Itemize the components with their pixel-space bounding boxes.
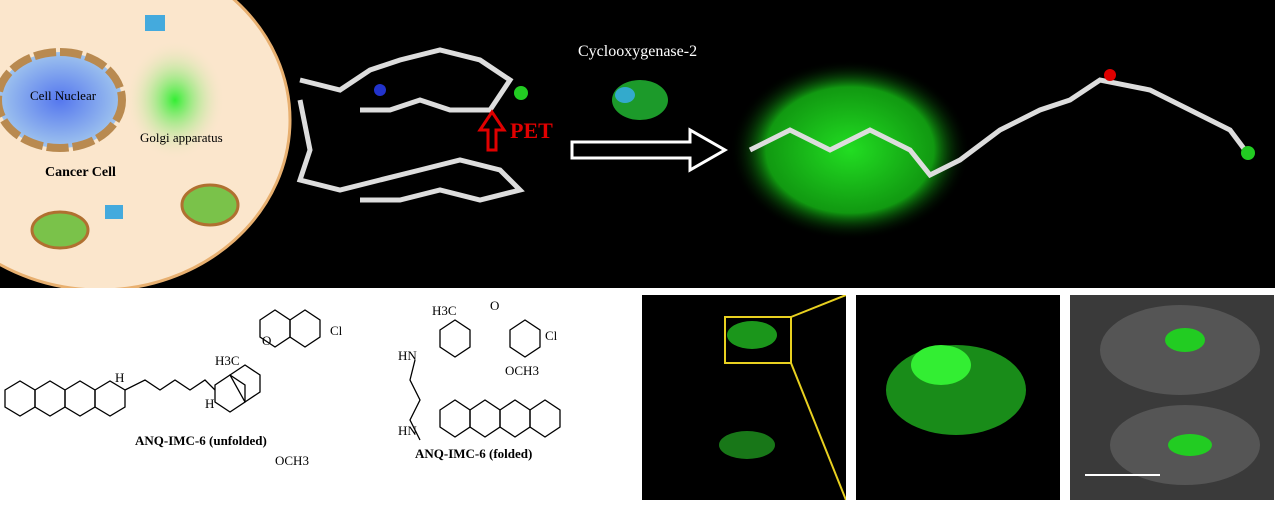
fluorescence-glow (730, 60, 970, 240)
mitochondrion (180, 183, 240, 227)
chemical-structures: H H H3C O Cl OCH3 ANQ-IMC-6 (unfolded) H… (4, 298, 561, 468)
molecule-unfolded (748, 69, 1255, 179)
unfolded-name: ANQ-IMC-6 (unfolded) (135, 433, 267, 448)
molecule-folded (296, 47, 528, 203)
micrograph-merged (1070, 295, 1274, 500)
nh-label: H (115, 370, 124, 385)
cox2-structure (612, 80, 668, 120)
micrograph-zoom (856, 295, 1060, 500)
cox2-protein (145, 15, 165, 31)
folded-name: ANQ-IMC-6 (folded) (415, 446, 532, 461)
mechanism-scheme: Cell Nuclear Golgi apparatus Cancer Cell… (0, 0, 1275, 288)
h3c-label: H3C (215, 353, 240, 368)
scheme-graphics (0, 0, 1255, 288)
o-label: O (490, 298, 499, 313)
hn-label: HN (398, 423, 417, 438)
nh-label: H (205, 396, 214, 411)
enzyme-label: Cyclooxygenase-2 (578, 43, 698, 60)
zoom-box (724, 316, 792, 364)
cox2-protein (105, 205, 123, 219)
cell-label: Cancer Cell (45, 165, 116, 180)
golgi (125, 40, 225, 160)
cl-label: Cl (330, 323, 343, 338)
o-label: O (262, 333, 271, 348)
hn-label: HN (398, 348, 417, 363)
folded-structure (409, 319, 561, 441)
h3c-label: H3C (432, 303, 457, 318)
nucleus-label: Cell Nuclear (30, 88, 97, 103)
micrograph-overview (642, 294, 847, 501)
unfolded-structure (4, 309, 321, 417)
mitochondrion (30, 210, 90, 250)
och3-label: OCH3 (275, 453, 309, 468)
golgi-label: Golgi apparatus (140, 130, 223, 145)
och3-label: OCH3 (505, 363, 539, 378)
pet-label: PET (510, 118, 553, 143)
cl-label: Cl (545, 328, 558, 343)
nucleus (0, 48, 126, 152)
pet-arrow (477, 109, 507, 152)
reaction-arrow (570, 127, 729, 173)
